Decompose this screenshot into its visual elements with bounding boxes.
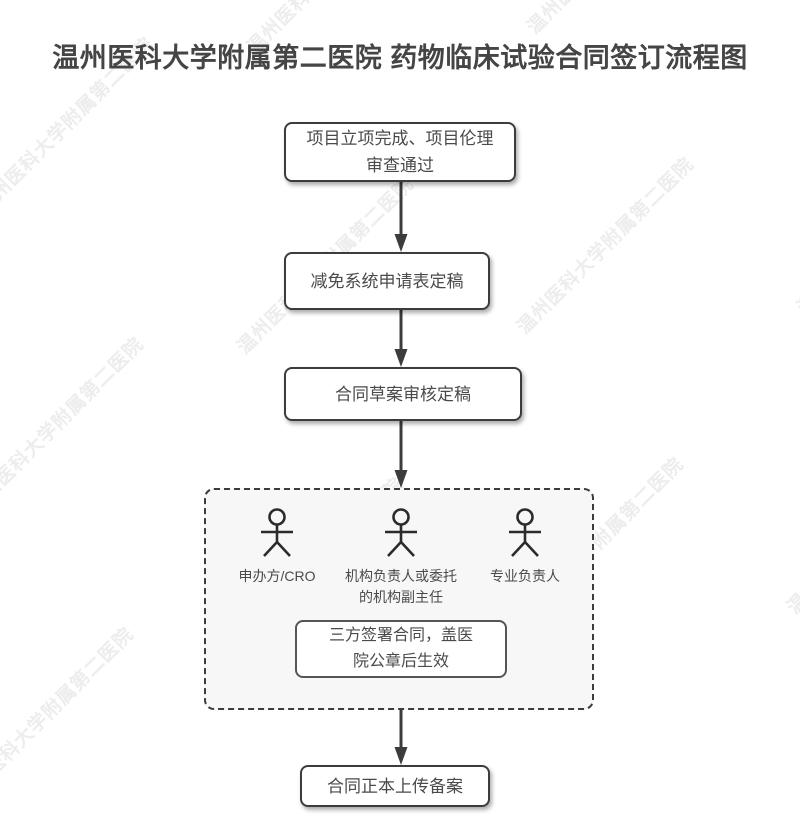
actor-institution-head[interactable]: 机构负责人或委托 的机构副主任 <box>342 508 460 608</box>
flow-node-label: 项目立项完成、项目伦理 审查通过 <box>306 129 494 175</box>
flow-node-contract-draft-review[interactable]: 合同草案审核定稿 <box>284 367 522 421</box>
stick-figure-icon <box>502 508 548 560</box>
flow-node-label: 合同草案审核定稿 <box>335 384 471 404</box>
flow-node-reduction-application[interactable]: 减免系统申请表定稿 <box>284 252 490 310</box>
actor-specialty-head[interactable]: 专业负责人 <box>466 508 584 587</box>
watermark-text: 温州医科大学附属第二医院 <box>513 153 699 339</box>
signing-group-container: 申办方/CRO 机构负责人或委托 的机构副主任 <box>204 488 594 710</box>
watermark-text: 温州医科大学附属第二医院 <box>520 0 709 39</box>
flow-node-three-party-signing[interactable]: 三方签署合同，盖医 院公章后生效 <box>295 620 507 678</box>
watermark-text: 温州医科大学附属第二医院 <box>793 133 800 319</box>
watermark-text: 温州医科大学附属第二医院 <box>0 623 139 809</box>
arrow-node2-to-node3 <box>394 310 408 369</box>
actor-label: 专业负责人 <box>490 568 560 584</box>
actor-sponsor-cro[interactable]: 申办方/CRO <box>218 508 336 587</box>
flow-node-label: 合同正本上传备案 <box>327 776 463 796</box>
stick-figure-icon <box>254 508 300 560</box>
flow-node-contract-upload-filing[interactable]: 合同正本上传备案 <box>300 765 490 807</box>
arrow-group-to-node5 <box>394 710 408 767</box>
watermark-text: 温州医科大学附属第二医院 <box>783 433 800 619</box>
watermark-text: 温州医科大学附属第二医院 <box>0 333 149 519</box>
flow-node-project-approval[interactable]: 项目立项完成、项目伦理 审查通过 <box>284 122 516 182</box>
page-title: 温州医科大学附属第二医院 药物临床试验合同签订流程图 <box>52 43 748 73</box>
actor-label: 机构负责人或委托 的机构副主任 <box>345 568 457 605</box>
arrow-node3-to-group <box>394 421 408 490</box>
arrow-node1-to-node2 <box>394 182 408 254</box>
actor-label: 申办方/CRO <box>238 568 316 584</box>
flow-node-label: 减免系统申请表定稿 <box>310 271 464 291</box>
actor-row: 申办方/CRO 机构负责人或委托 的机构副主任 <box>206 508 596 608</box>
flow-node-label: 三方签署合同，盖医 院公章后生效 <box>328 627 473 670</box>
stick-figure-icon <box>378 508 424 560</box>
